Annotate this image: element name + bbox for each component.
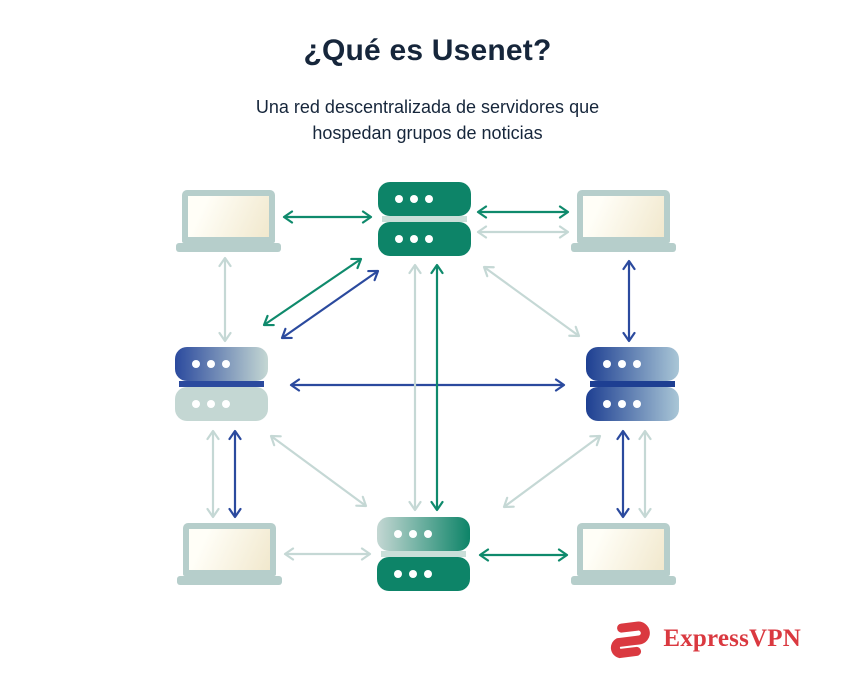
laptop-screen xyxy=(183,523,276,576)
led-dot xyxy=(633,400,641,408)
server-leds xyxy=(394,530,432,538)
led-dot xyxy=(395,195,403,203)
led-dot xyxy=(207,400,215,408)
laptop-bottom-left xyxy=(177,523,282,585)
server-unit xyxy=(377,517,470,551)
laptop-screen xyxy=(182,190,275,243)
laptop-screen xyxy=(577,523,670,576)
server-leds xyxy=(395,195,433,203)
led-dot xyxy=(424,530,432,538)
led-dot xyxy=(618,360,626,368)
server-unit xyxy=(377,557,470,591)
led-dot xyxy=(222,360,230,368)
arrow-blue xyxy=(280,269,380,340)
led-dot xyxy=(425,195,433,203)
laptop-base xyxy=(176,243,281,252)
server-unit xyxy=(175,387,268,421)
server-leds xyxy=(603,360,641,368)
laptop-base xyxy=(571,243,676,252)
arrow-light xyxy=(482,265,581,338)
server-divider xyxy=(590,381,675,387)
led-dot xyxy=(222,400,230,408)
page-subtitle: Una red descentralizada de servidores qu… xyxy=(255,97,600,143)
server-unit xyxy=(175,347,268,381)
server-middle-left xyxy=(175,347,268,421)
led-dot xyxy=(424,570,432,578)
laptop-top-left xyxy=(176,190,281,252)
led-dot xyxy=(603,400,611,408)
brand-logo: ExpressVPN xyxy=(608,617,801,661)
led-dot xyxy=(394,570,402,578)
arrow-light xyxy=(502,434,602,509)
laptop-screen xyxy=(577,190,670,243)
server-divider xyxy=(382,216,467,222)
laptop-bottom-right xyxy=(571,523,676,585)
laptop-base xyxy=(571,576,676,585)
led-dot xyxy=(192,400,200,408)
led-dot xyxy=(410,195,418,203)
page-title: ¿Qué es Usenet? xyxy=(303,34,552,67)
arrow-light xyxy=(269,434,368,508)
led-dot xyxy=(410,235,418,243)
server-leds xyxy=(395,235,433,243)
led-dot xyxy=(192,360,200,368)
led-dot xyxy=(395,235,403,243)
server-top xyxy=(378,182,471,256)
expressvpn-icon xyxy=(611,621,651,659)
server-unit xyxy=(378,182,471,216)
server-leds xyxy=(192,400,230,408)
led-dot xyxy=(618,400,626,408)
led-dot xyxy=(394,530,402,538)
led-dot xyxy=(425,235,433,243)
server-unit xyxy=(378,222,471,256)
led-dot xyxy=(603,360,611,368)
server-leds xyxy=(192,360,230,368)
server-leds xyxy=(394,570,432,578)
brand-name: ExpressVPN xyxy=(663,625,801,652)
led-dot xyxy=(409,530,417,538)
led-dot xyxy=(409,570,417,578)
led-dot xyxy=(633,360,641,368)
server-divider xyxy=(179,381,264,387)
server-unit xyxy=(586,347,679,381)
laptop-top-right xyxy=(571,190,676,252)
laptop-base xyxy=(177,576,282,585)
server-middle-right xyxy=(586,347,679,421)
server-leds xyxy=(603,400,641,408)
server-divider xyxy=(381,551,466,557)
server-bottom xyxy=(377,517,470,591)
server-unit xyxy=(586,387,679,421)
led-dot xyxy=(207,360,215,368)
